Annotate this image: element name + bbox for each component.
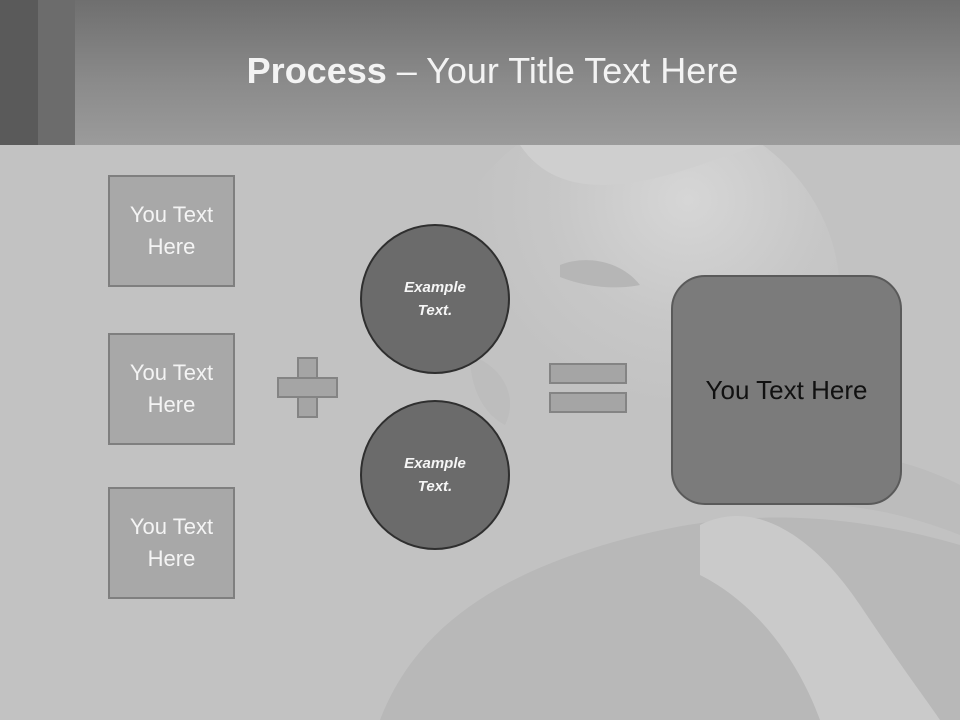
step-box-1: You Text Here xyxy=(108,175,235,287)
step-box-1-label: You Text Here xyxy=(129,202,214,259)
step-box-3-label: You Text Here xyxy=(129,514,214,571)
result-box-label: You Text Here xyxy=(705,374,868,405)
header-stripe-medium xyxy=(38,0,75,145)
slide-title: Process – Your Title Text Here xyxy=(75,50,910,92)
example-circle-1-label: Example Text. xyxy=(404,279,466,319)
example-circle-1: Example Text. xyxy=(360,224,510,374)
step-box-2: You Text Here xyxy=(108,333,235,445)
equals-icon-top-bar xyxy=(549,363,627,384)
step-box-2-label: You Text Here xyxy=(129,360,214,417)
plus-icon-center xyxy=(299,379,316,396)
title-bar: Process – Your Title Text Here xyxy=(0,0,960,145)
header-stripe-dark xyxy=(0,0,38,145)
slide-title-rest: – Your Title Text Here xyxy=(386,50,739,91)
example-circle-2-label: Example Text. xyxy=(404,455,466,495)
example-circle-2: Example Text. xyxy=(360,400,510,550)
equals-icon-bottom-bar xyxy=(549,392,627,413)
slide-title-bold: Process xyxy=(246,50,387,91)
step-box-3: You Text Here xyxy=(108,487,235,599)
result-box: You Text Here xyxy=(671,275,902,505)
